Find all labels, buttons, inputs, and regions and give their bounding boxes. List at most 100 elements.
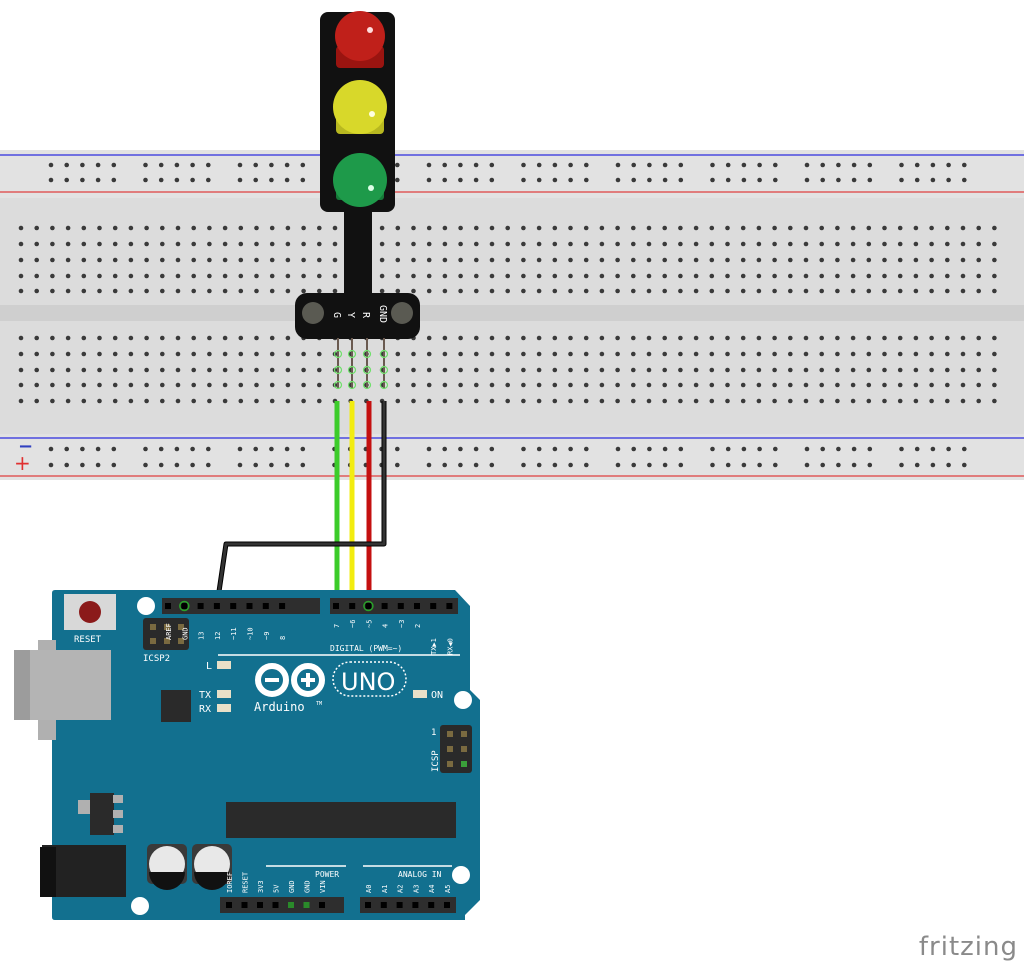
breadboard-hole[interactable] — [254, 367, 259, 373]
breadboard-hole[interactable] — [175, 273, 181, 279]
breadboard-hole[interactable] — [222, 288, 228, 294]
breadboard-hole[interactable] — [521, 446, 526, 452]
header-pin[interactable] — [319, 902, 325, 908]
header-pin[interactable] — [397, 603, 404, 609]
icsp2-pin[interactable] — [164, 624, 170, 630]
breadboard-hole[interactable] — [489, 367, 495, 373]
breadboard-hole[interactable] — [819, 351, 824, 357]
breadboard-hole[interactable] — [300, 446, 306, 452]
breadboard-hole[interactable] — [662, 382, 667, 388]
breadboard-hole[interactable] — [65, 382, 71, 388]
breadboard-hole[interactable] — [930, 177, 936, 183]
breadboard-hole[interactable] — [18, 335, 24, 341]
breadboard-hole[interactable] — [95, 446, 101, 452]
breadboard-hole[interactable] — [379, 273, 385, 279]
breadboard-hole[interactable] — [175, 257, 181, 263]
breadboard-hole[interactable] — [866, 398, 872, 404]
breadboard-hole[interactable] — [191, 288, 196, 294]
breadboard-hole[interactable] — [128, 398, 134, 404]
breadboard-hole[interactable] — [725, 241, 730, 247]
breadboard-hole[interactable] — [866, 225, 872, 231]
breadboard-hole[interactable] — [80, 446, 85, 452]
breadboard-hole[interactable] — [426, 351, 432, 357]
breadboard-hole[interactable] — [222, 382, 228, 388]
breadboard-hole[interactable] — [866, 288, 872, 294]
breadboard-hole[interactable] — [285, 367, 291, 373]
breadboard-hole[interactable] — [458, 225, 463, 231]
breadboard-hole[interactable] — [913, 257, 919, 263]
breadboard-hole[interactable] — [929, 257, 934, 263]
breadboard-hole[interactable] — [803, 257, 809, 263]
breadboard-hole[interactable] — [254, 288, 259, 294]
breadboard-hole[interactable] — [395, 351, 401, 357]
breadboard-hole[interactable] — [899, 162, 904, 168]
breadboard-hole[interactable] — [489, 162, 495, 168]
breadboard-hole[interactable] — [615, 367, 620, 373]
breadboard-hole[interactable] — [615, 335, 620, 341]
icsp2-pin[interactable] — [164, 638, 170, 644]
breadboard-hole[interactable] — [81, 382, 87, 388]
breadboard-hole[interactable] — [458, 288, 463, 294]
icsp2-pin[interactable] — [150, 624, 156, 630]
breadboard-hole[interactable] — [222, 335, 228, 341]
breadboard-hole[interactable] — [18, 257, 24, 263]
breadboard-hole[interactable] — [615, 446, 621, 452]
breadboard-hole[interactable] — [34, 382, 39, 388]
breadboard-hole[interactable] — [740, 288, 746, 294]
breadboard-hole[interactable] — [646, 367, 652, 373]
header-pin[interactable] — [262, 603, 269, 609]
breadboard-hole[interactable] — [97, 257, 102, 263]
breadboard-hole[interactable] — [819, 367, 824, 373]
breadboard-hole[interactable] — [426, 225, 432, 231]
breadboard-hole[interactable] — [160, 225, 165, 231]
breadboard-hole[interactable] — [442, 225, 448, 231]
breadboard-hole[interactable] — [992, 257, 997, 263]
breadboard-hole[interactable] — [269, 351, 275, 357]
breadboard-hole[interactable] — [269, 446, 274, 452]
breadboard-hole[interactable] — [144, 351, 149, 357]
breadboard-hole[interactable] — [426, 177, 432, 183]
breadboard-hole[interactable] — [615, 351, 620, 357]
breadboard-hole[interactable] — [489, 257, 495, 263]
breadboard-hole[interactable] — [913, 398, 919, 404]
breadboard-hole[interactable] — [206, 177, 211, 183]
breadboard-hole[interactable] — [599, 288, 605, 294]
breadboard-hole[interactable] — [740, 367, 746, 373]
breadboard-hole[interactable] — [615, 273, 620, 279]
breadboard-hole[interactable] — [960, 382, 966, 388]
breadboard-hole[interactable] — [395, 462, 400, 468]
breadboard-hole[interactable] — [489, 273, 495, 279]
breadboard-hole[interactable] — [851, 162, 857, 168]
breadboard-hole[interactable] — [48, 177, 54, 183]
breadboard-hole[interactable] — [442, 398, 448, 404]
breadboard-hole[interactable] — [929, 288, 934, 294]
breadboard-hole[interactable] — [552, 177, 558, 183]
breadboard-hole[interactable] — [662, 273, 667, 279]
breadboard-hole[interactable] — [929, 225, 934, 231]
breadboard-hole[interactable] — [693, 382, 699, 388]
breadboard-hole[interactable] — [34, 241, 39, 247]
breadboard-hole[interactable] — [804, 462, 810, 468]
breadboard-hole[interactable] — [64, 446, 69, 452]
breadboard-hole[interactable] — [442, 257, 448, 263]
breadboard-hole[interactable] — [552, 162, 558, 168]
breadboard-hole[interactable] — [615, 241, 620, 247]
breadboard-hole[interactable] — [709, 335, 715, 341]
breadboard-hole[interactable] — [788, 382, 793, 388]
breadboard-hole[interactable] — [473, 162, 479, 168]
breadboard-hole[interactable] — [552, 241, 558, 247]
breadboard-hole[interactable] — [914, 446, 920, 452]
breadboard-hole[interactable] — [97, 241, 102, 247]
breadboard-hole[interactable] — [332, 273, 338, 279]
breadboard-hole[interactable] — [505, 382, 511, 388]
breadboard-hole[interactable] — [945, 398, 950, 404]
breadboard-hole[interactable] — [222, 273, 228, 279]
breadboard-hole[interactable] — [81, 288, 87, 294]
breadboard-hole[interactable] — [175, 241, 181, 247]
breadboard-hole[interactable] — [615, 382, 620, 388]
header-pin[interactable] — [246, 603, 253, 609]
breadboard-hole[interactable] — [583, 351, 589, 357]
breadboard-hole[interactable] — [442, 382, 448, 388]
breadboard-hole[interactable] — [756, 257, 762, 263]
breadboard-hole[interactable] — [552, 257, 558, 263]
